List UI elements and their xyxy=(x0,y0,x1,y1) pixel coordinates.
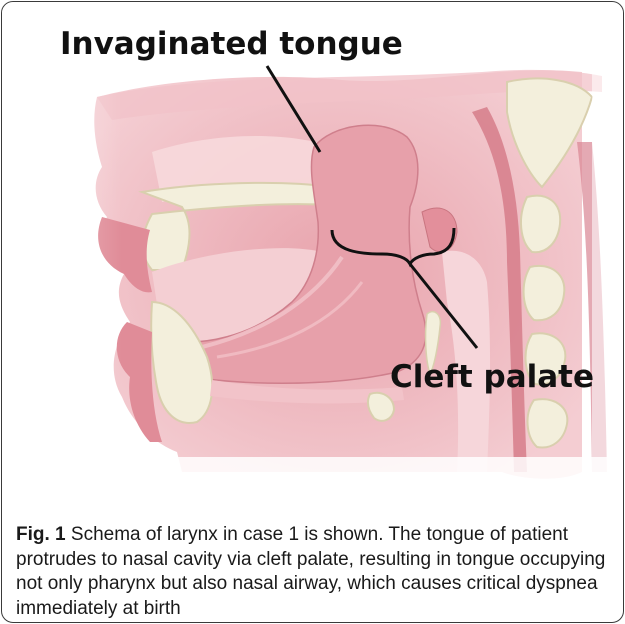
caption-text: Schema of larynx in case 1 is shown. The… xyxy=(16,524,605,619)
edge-fade xyxy=(2,2,122,522)
bottom-fade xyxy=(2,457,623,522)
anatomy-diagram: Invaginated tongue Cleft palate xyxy=(2,2,623,522)
figure-caption: Fig. 1 Schema of larynx in case 1 is sho… xyxy=(16,523,612,621)
cleft-palate-label: Cleft palate xyxy=(390,359,594,395)
invaginated-tongue-label: Invaginated tongue xyxy=(60,26,403,62)
anatomy-svg: Invaginated tongue Cleft palate xyxy=(2,2,623,522)
figure-label: Fig. 1 xyxy=(16,524,66,545)
right-fade xyxy=(592,2,623,522)
